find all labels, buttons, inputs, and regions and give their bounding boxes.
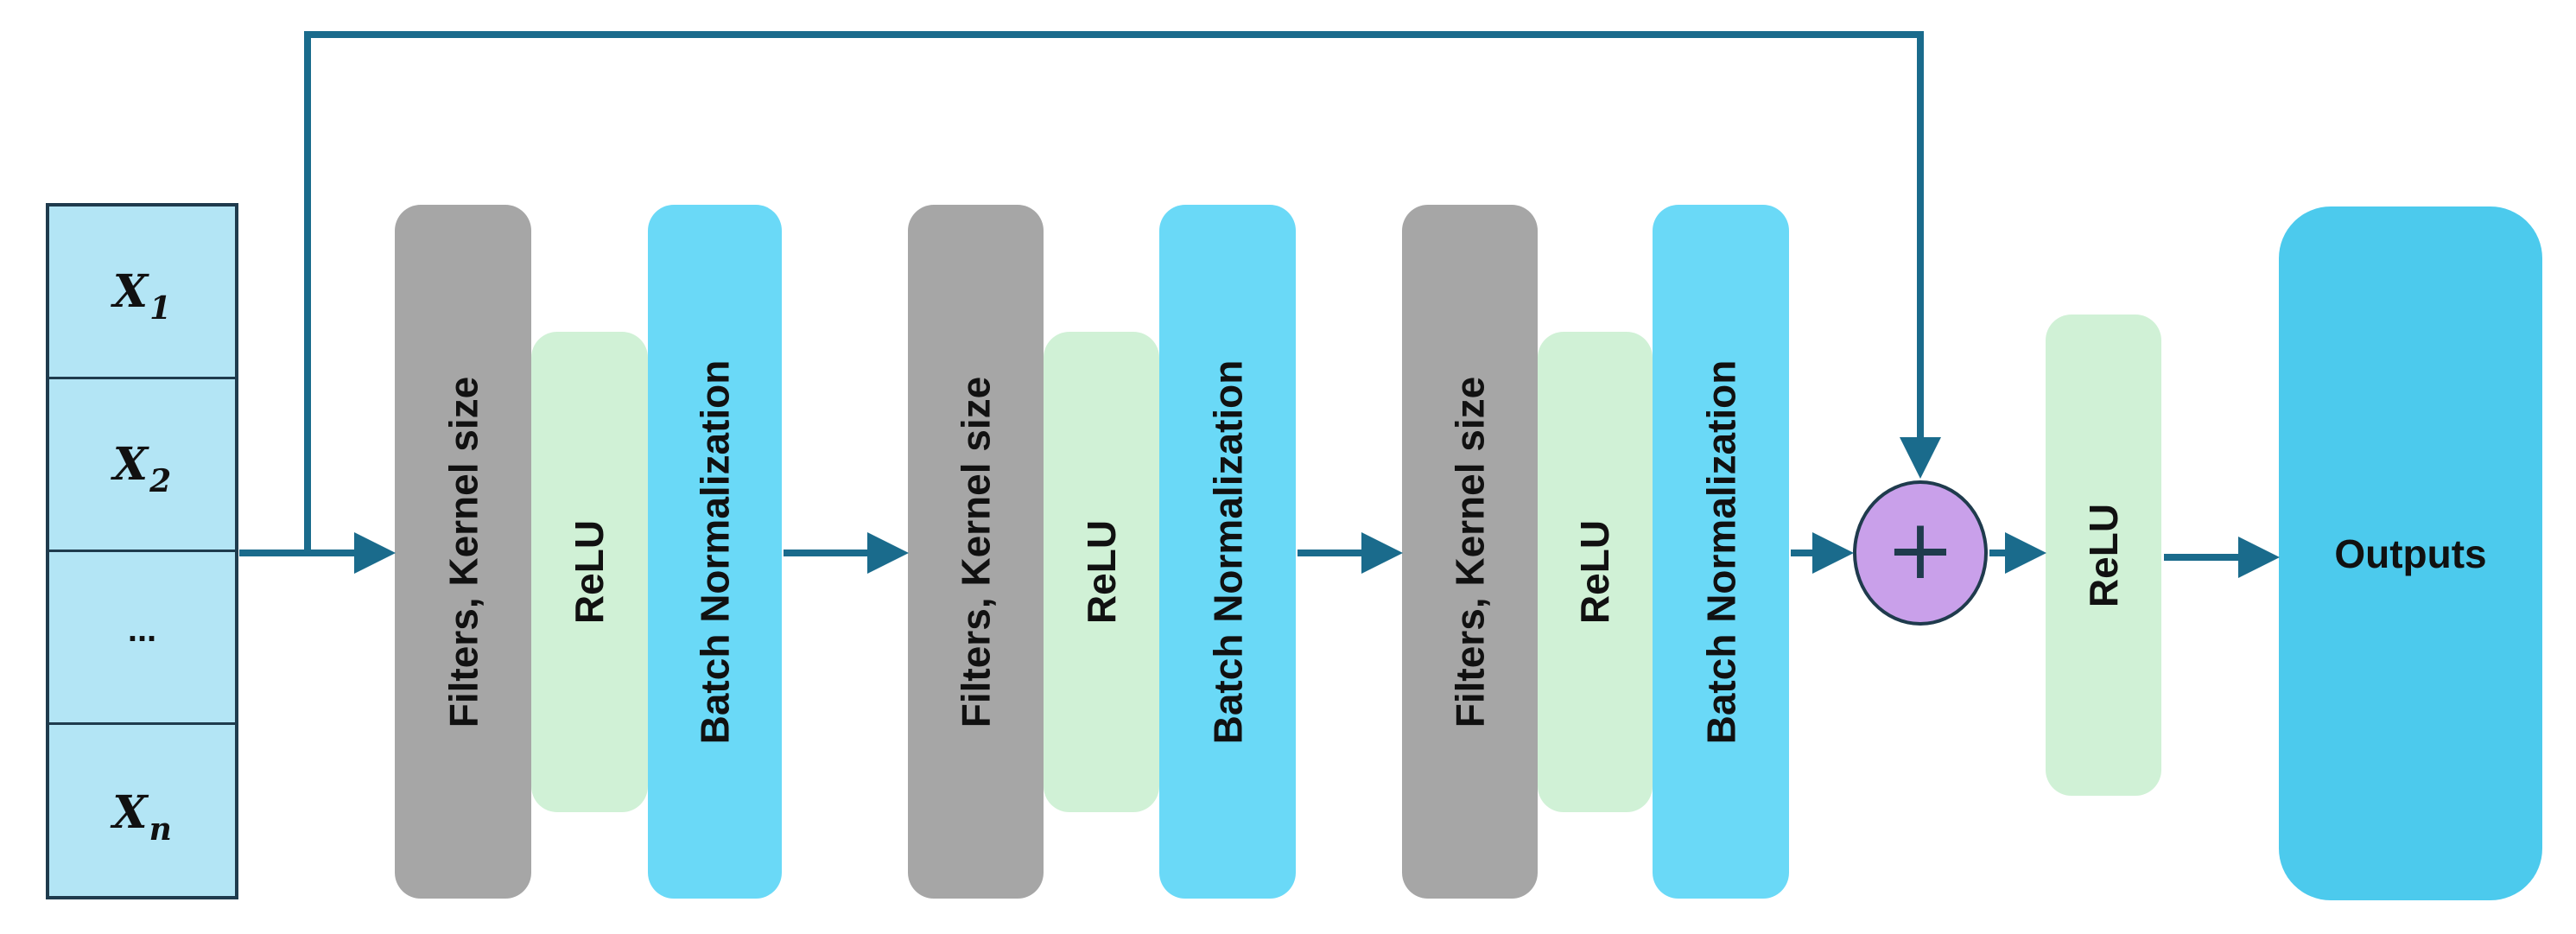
filters-block-1: Filters, Kernel size bbox=[395, 205, 531, 899]
relu-block-3: ReLU bbox=[1538, 332, 1653, 812]
filters-label: Filters, Kernel size bbox=[1447, 376, 1493, 728]
relu-label: ReLU bbox=[1572, 519, 1618, 625]
batch-norm-label: Batch Normalization bbox=[1698, 359, 1744, 744]
input-cell-ellipsis: ... bbox=[49, 552, 235, 725]
input-symbol: X2 bbox=[112, 438, 172, 499]
batch-norm-label: Batch Normalization bbox=[1205, 359, 1251, 744]
input-cell-xn: Xn bbox=[49, 725, 235, 900]
relu-block-2: ReLU bbox=[1044, 332, 1159, 812]
relu-label: ReLU bbox=[2081, 503, 2126, 607]
filters-label: Filters, Kernel size bbox=[953, 376, 999, 728]
filters-block-2: Filters, Kernel size bbox=[908, 205, 1044, 899]
relu-label: ReLU bbox=[1079, 519, 1124, 625]
input-vector-stack: X1 X2 ... Xn bbox=[46, 203, 238, 899]
outputs-label: Outputs bbox=[2334, 531, 2487, 576]
outputs-block: Outputs bbox=[2279, 206, 2542, 900]
input-cell-x2: X2 bbox=[49, 379, 235, 552]
filters-label: Filters, Kernel size bbox=[441, 376, 485, 728]
input-symbol: X1 bbox=[112, 265, 172, 327]
relu-block-1: ReLU bbox=[531, 332, 648, 812]
plus-icon: + bbox=[1885, 501, 1956, 598]
filters-block-3: Filters, Kernel size bbox=[1402, 205, 1538, 899]
batch-norm-block-3: Batch Normalization bbox=[1653, 205, 1789, 899]
addition-node: + bbox=[1853, 480, 1988, 626]
batch-norm-label: Batch Normalization bbox=[692, 359, 738, 744]
batch-norm-block-2: Batch Normalization bbox=[1159, 205, 1296, 899]
input-symbol: Xn bbox=[112, 786, 172, 848]
ellipsis-text: ... bbox=[127, 611, 157, 649]
input-cell-x1: X1 bbox=[49, 206, 235, 379]
relu-block-final: ReLU bbox=[2046, 315, 2161, 796]
batch-norm-block-1: Batch Normalization bbox=[648, 205, 782, 899]
relu-label: ReLU bbox=[567, 519, 612, 625]
